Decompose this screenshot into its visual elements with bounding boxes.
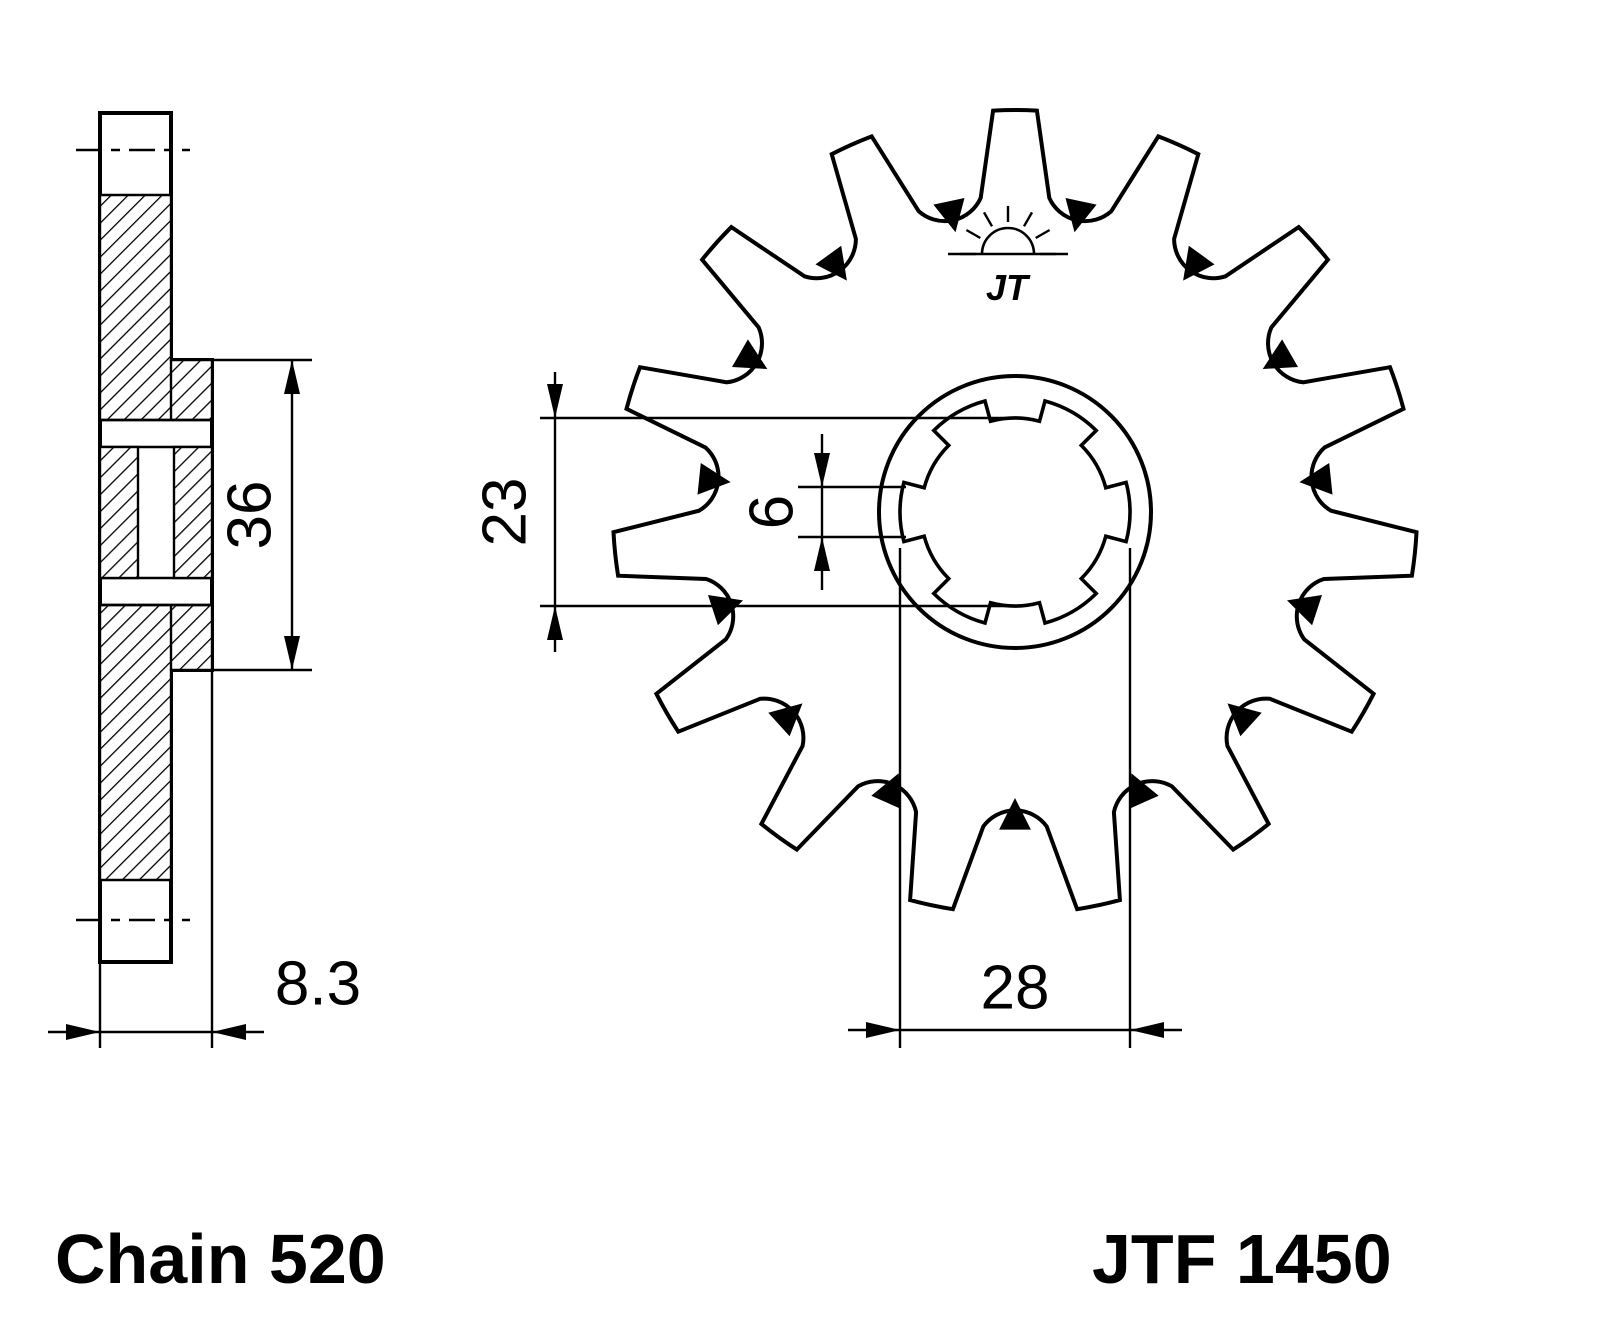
dim-label-23: 23: [471, 478, 540, 547]
arrowhead: [814, 537, 830, 571]
arrowhead: [284, 360, 300, 394]
arrowhead: [547, 606, 563, 640]
arrowhead: [66, 1024, 100, 1040]
arrowhead: [1130, 1022, 1164, 1038]
sprocket-front-view: JT 23 6 28: [471, 108, 1419, 1048]
dim-width-8-3: 8.3: [48, 670, 361, 1048]
dim-label-28: 28: [981, 954, 1050, 1023]
sun-icon: [980, 226, 1036, 255]
arrowhead: [866, 1022, 900, 1038]
dim-label-36: 36: [216, 481, 285, 550]
dim-spline-diameter-28: 28: [848, 548, 1182, 1048]
dim-label-8-3: 8.3: [275, 950, 361, 1019]
spline-bore: [898, 398, 1132, 626]
part-number-label: JTF 1450: [1092, 1220, 1392, 1298]
jt-logo: JT: [948, 206, 1068, 308]
arrowhead: [284, 636, 300, 670]
jt-logo-text: JT: [986, 267, 1031, 308]
gear-teeth-outline: [611, 108, 1419, 912]
spline-section-left: [98, 445, 140, 580]
dim-boss-diameter-36: 36: [212, 358, 312, 672]
arrowhead: [547, 384, 563, 418]
sprocket-side-view: 36 8.3: [48, 111, 361, 1048]
side-hatch-upper: [98, 193, 214, 422]
dim-label-6: 6: [738, 495, 807, 529]
dim-bore-diameter-23: 23: [471, 372, 1018, 652]
arrowhead: [814, 453, 830, 487]
chain-size-label: Chain 520: [55, 1220, 386, 1298]
arrowhead: [212, 1024, 246, 1040]
hub-circle: [877, 374, 1153, 650]
spline-section-right: [172, 445, 214, 580]
dim-slot-width-6: 6: [738, 434, 906, 590]
side-hatch-lower: [98, 603, 214, 882]
